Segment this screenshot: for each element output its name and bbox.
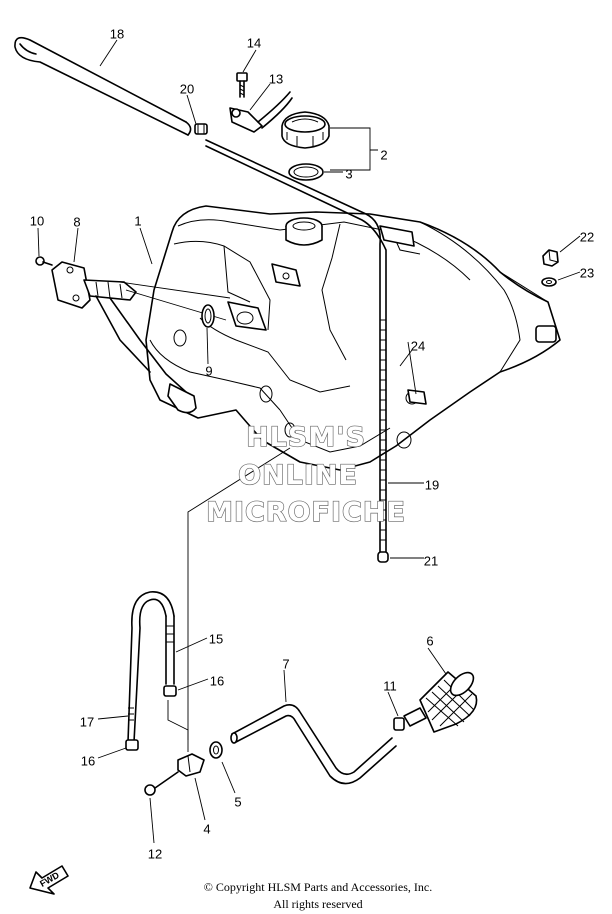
callout-17: 17: [80, 714, 94, 729]
part-22-nut: [542, 249, 559, 267]
watermark-line-3: MICROFICHE: [206, 497, 406, 528]
leader-lines: [37, 39, 581, 844]
callout-4: 4: [203, 821, 210, 836]
part-19-overflow-hose: [205, 139, 387, 553]
part-2-fuel-cap: [281, 111, 330, 149]
copyright-line-2: All rights reserved: [273, 897, 362, 911]
part-16-clip-lower: [125, 739, 139, 751]
callout-11: 11: [383, 678, 397, 693]
callout-18: 18: [110, 26, 124, 41]
callout-24: 24: [411, 338, 425, 353]
callout-13: 13: [269, 71, 283, 86]
part-6-fuel-filter: [403, 671, 478, 733]
part-3-gasket: [288, 163, 324, 181]
callout-labels: 1234567891011121314151616171819202122232…: [30, 26, 594, 861]
callout-19: 19: [425, 477, 439, 492]
callout-22: 22: [580, 229, 594, 244]
callout-12: 12: [148, 846, 162, 861]
callout-8: 8: [73, 214, 80, 229]
callout-20: 20: [180, 81, 194, 96]
part-18-breather-hose: [14, 36, 192, 136]
part-13-joint: [229, 91, 293, 133]
part-4-fuel-cock: [167, 700, 205, 777]
watermark-line-1: HLSM'S: [246, 422, 366, 453]
callout-2: 2: [380, 147, 387, 162]
callout-7: 7: [282, 656, 289, 671]
copyright-line-1: © Copyright HLSM Parts and Accessories, …: [204, 880, 432, 894]
callout-6: 6: [426, 633, 433, 648]
callout-3: 3: [345, 166, 352, 181]
callout-9: 9: [205, 363, 212, 378]
part-21-cap: [377, 551, 389, 563]
callout-10: 10: [30, 213, 44, 228]
callout-5: 5: [234, 794, 241, 809]
part-16-clip-upper: [163, 685, 177, 697]
callout-15: 15: [209, 631, 223, 646]
watermark-line-2: ONLINE: [238, 460, 358, 491]
callout-14: 14: [247, 35, 261, 50]
callout-16: 16: [81, 753, 95, 768]
part-23-washer: [541, 277, 557, 287]
part-12-screw: [144, 771, 179, 796]
callout-21: 21: [424, 553, 438, 568]
part-17-fuel-hose: [127, 591, 175, 743]
part-14-screw: [236, 72, 248, 98]
watermark: HLSM'S ONLINE MICROFICHE: [205, 421, 406, 528]
part-15-fuel-hose: [165, 615, 175, 685]
callout-16: 16: [210, 673, 224, 688]
callout-1: 1: [134, 213, 141, 228]
part-11-clamp: [393, 717, 405, 731]
part-5-washer: [209, 741, 223, 759]
part-1-fuel-tank: [145, 205, 561, 471]
fwd-arrow-icon: FWD: [29, 865, 69, 895]
part-10-screw: [35, 256, 53, 266]
part-9-gasket: [201, 304, 215, 328]
copyright: © Copyright HLSM Parts and Accessories, …: [204, 880, 432, 911]
callout-23: 23: [580, 265, 594, 280]
part-7-fuel-hose: [230, 704, 397, 785]
part-8-fuel-sender: [51, 261, 231, 414]
part-20-clamp: [194, 123, 208, 135]
